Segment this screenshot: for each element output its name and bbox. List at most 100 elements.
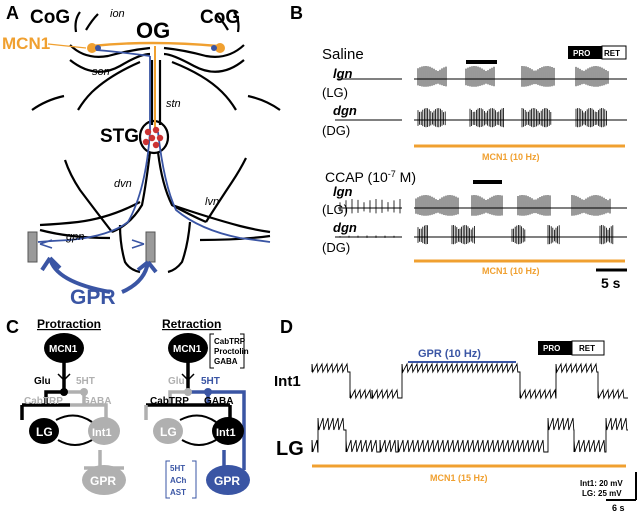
- lvn-label: lvn: [205, 196, 219, 208]
- ion-label: ion: [110, 8, 125, 20]
- saline-label: Saline: [322, 46, 364, 63]
- cabtrp-label-ret: CabTRP: [150, 396, 189, 407]
- lg-trace-label: LG: [276, 438, 304, 460]
- ret-label-d: RET: [579, 344, 595, 353]
- stns-nerves: [31, 11, 281, 274]
- lg-node-ret: [153, 418, 183, 444]
- retraction-title: Retraction: [162, 317, 221, 331]
- int1-node-pro-label: Int1: [92, 427, 112, 439]
- lg-label-2: (LG): [322, 202, 348, 217]
- mcn1-tx-bracket-right: [240, 333, 245, 369]
- pro-label-d: PRO: [543, 344, 560, 353]
- gpr-rate-label: GPR (10 Hz): [418, 348, 481, 360]
- gaba-label-pro: GABA: [82, 396, 111, 407]
- ccap-traces: [335, 195, 627, 245]
- panel-a: A: [2, 3, 281, 309]
- panel-b: B Saline PRO RET lgn (LG) dgn (DG) MCN1 …: [290, 3, 627, 291]
- gpr-axon-top: [95, 49, 151, 57]
- pro-box: [568, 46, 602, 59]
- dg-label-1: (DG): [322, 123, 350, 138]
- panel-d-label: D: [280, 317, 293, 337]
- mcn1-node-pro-label: MCN1: [49, 344, 78, 355]
- gpr-arrow-right: [121, 261, 150, 294]
- pro-label-b: PRO: [573, 49, 590, 58]
- dgn-label-1: dgn: [333, 103, 357, 118]
- lg-label-1: (LG): [322, 85, 348, 100]
- gpr-terminal-left: [95, 45, 101, 51]
- gpr-receptor-icon: [145, 231, 156, 263]
- gaba-label-ret: GABA: [204, 396, 233, 407]
- gpr-tx-bracket-right: [192, 460, 197, 499]
- mcn1-node-pro: [44, 333, 84, 363]
- saline-dgn-spikes: [417, 108, 607, 128]
- ht-label-ret: 5HT: [201, 376, 220, 387]
- ret-label-b: RET: [604, 49, 620, 58]
- panel-d: D GPR (10 Hz) PRO RET Int1 LG MCN1 (15 H…: [274, 317, 637, 513]
- lg-node-pro: [29, 418, 59, 444]
- int1-trace-label: Int1: [274, 373, 301, 390]
- mcn1-tx-bracket: [209, 333, 214, 369]
- dgn-label-2: dgn: [333, 220, 357, 235]
- stg-label: STG: [100, 126, 139, 147]
- gpr-node-ret: [206, 465, 250, 495]
- gpr-node-pro: [82, 465, 126, 495]
- ccap-dgn-pre-spikes: [339, 235, 395, 238]
- glu-label-pro: Glu: [34, 376, 51, 387]
- mcn1-tx-2: GABA: [214, 357, 238, 366]
- gpr-tx-0: 5HT: [170, 464, 185, 473]
- lg-node-pro-label: LG: [36, 425, 53, 439]
- int1-node-ret: [212, 417, 244, 445]
- gpr-terminal-right: [211, 45, 217, 51]
- son-label: son: [92, 66, 110, 78]
- dg-label-2: (DG): [322, 240, 350, 255]
- gpr-tx-2: AST: [170, 488, 186, 497]
- mcn1-pointer: [47, 43, 87, 49]
- int1-node-ret-label: Int1: [216, 427, 236, 439]
- ccap-lgn-pre-spikes: [339, 199, 401, 214]
- synapse-dot-icon: [60, 388, 68, 396]
- ccap-lgn-spikes: [415, 195, 611, 216]
- gpr-axon-right: [157, 131, 271, 243]
- int1-trace: [311, 362, 628, 400]
- mcn1-rate-2: MCN1 (10 Hz): [482, 266, 540, 276]
- time-scale-label-b: 5 s: [601, 275, 621, 291]
- ht-label-pro: 5HT: [76, 376, 95, 387]
- og-nerve: [91, 41, 219, 48]
- mcn1-node-ret-label: MCN1: [173, 344, 202, 355]
- pyloric-neuron-dots-icon: [142, 126, 164, 149]
- synapse-dot-icon: [80, 388, 88, 396]
- gpr-node-pro-label: GPR: [90, 474, 116, 488]
- scale-lg-label: LG: 25 mV: [582, 489, 622, 498]
- gpr-tx-1: ACh: [170, 476, 187, 485]
- scale-int1-label: Int1: 20 mV: [580, 479, 623, 488]
- cog-left-label: CoG: [30, 7, 70, 28]
- gpr-ending-right: [131, 239, 145, 249]
- protraction-circuit: [20, 362, 124, 480]
- panel-a-label: A: [6, 3, 19, 23]
- mcn1-tx-1: Proctolin: [214, 347, 249, 356]
- mcn1-soma-left: [87, 43, 97, 53]
- mcn1-rate-1: MCN1 (10 Hz): [482, 152, 540, 162]
- gpn-label: gpn: [66, 231, 84, 243]
- ret-box-d: [571, 340, 605, 356]
- lg-trace: [311, 417, 628, 453]
- lg-node-ret-label: LG: [160, 425, 177, 439]
- mcn1-label: MCN1: [2, 34, 50, 53]
- gpr-arrowhead-left: [40, 256, 62, 272]
- saline-traces: [335, 66, 627, 128]
- dvn-label: dvn: [114, 178, 132, 190]
- gpr-axon-left: [37, 56, 151, 243]
- cabtrp-label-pro: CabTRP: [24, 396, 63, 407]
- synapse-dot-icon: [184, 388, 192, 396]
- mcn1-soma-right: [215, 43, 225, 53]
- lgn-label-1: lgn: [333, 66, 353, 81]
- mcn1-rate-d: MCN1 (15 Hz): [430, 473, 488, 483]
- ccap-dgn-spikes: [417, 225, 614, 245]
- mcn1-node-ret: [168, 333, 208, 363]
- glu-label-ret: Glu: [168, 376, 185, 387]
- synapse-dot-icon: [204, 388, 212, 396]
- panel-c: C Protraction Retraction MCN1 Glu 5HT Ca…: [6, 317, 250, 499]
- gpr-label: GPR: [70, 286, 116, 309]
- pro-box-d: [538, 341, 572, 355]
